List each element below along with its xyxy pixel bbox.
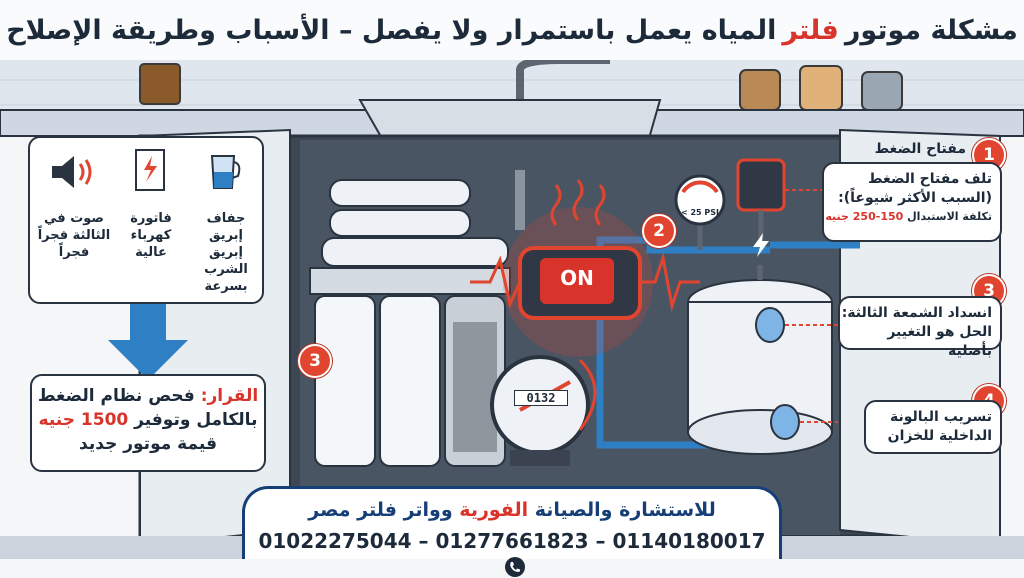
speaker-icon [52, 156, 92, 188]
decision-card: القرار: فحص نظام الضغط بالكامل وتوفير 15… [30, 374, 266, 472]
phone-numbers[interactable]: 01022275044 – 01277661823 – 01140180017 [245, 529, 779, 578]
lightning-icon [753, 233, 769, 257]
cause3-card: انسداد الشمعة الثالثة: الحل هو التغيير ب… [838, 296, 1002, 359]
cause4-card: تسريب البالونة الداخلية للخزان [864, 400, 1002, 454]
jug-icon [210, 155, 241, 189]
cause1-card: تلف مفتاح الضغط (السبب الأكثر شيوعاً): ت… [822, 162, 1002, 242]
decision-amount: 1500 جنيه [38, 410, 129, 430]
phone-list[interactable]: 01022275044 – 01277661823 – 01140180017 [258, 529, 766, 553]
title-part2: المياه يعمل باستمرار ولا يفصل – الأسباب … [6, 14, 777, 46]
cause1-cost-value: 150-250 جنيه [825, 210, 904, 223]
decision-text2: بالكامل وتوفير [134, 410, 258, 430]
page-title: مشكلة موتور فلتر المياه يعمل باستمرار ول… [0, 0, 1024, 60]
decision-text1: فحص نظام الضغط [37, 386, 195, 406]
motor-status: ON [560, 266, 594, 290]
decision-label: القرار: [200, 386, 259, 406]
cause4-line1: تسريب البالونة [890, 409, 992, 425]
cause3-line2: الحل هو التغيير بأصلية [887, 324, 992, 359]
footer-highlight: الفورية [459, 499, 529, 521]
title-highlight: فلتر [782, 14, 839, 46]
footer-text-1: للاستشارة والصيانة [534, 499, 716, 521]
decision-text3: قيمة موتور جديد [79, 434, 217, 454]
meter-reading: 0132 [514, 390, 568, 406]
cause1-cost-label: تكلفة الاستبدال [907, 210, 992, 223]
cause1-line2: (السبب الأكثر شيوعاً): [838, 190, 992, 206]
footer-text-2: وواتر فلتر مصر [308, 499, 453, 521]
cause4-line2: الداخلية للخزان [887, 428, 992, 444]
title-part1: مشكلة موتور [844, 14, 1018, 46]
badge-2: 2 [642, 214, 676, 248]
bill-icon [135, 149, 165, 191]
cause1-line1: تلف مفتاح الضغط [868, 171, 992, 187]
contact-footer: للاستشارة والصيانة الفورية وواتر فلتر مص… [242, 486, 782, 577]
gauge-label: < 25 PSI [680, 208, 719, 217]
badge-3-filter: 3 [298, 344, 332, 378]
cause1-header: مفتاح الضغط [874, 141, 966, 157]
cause3-line1: انسداد الشمعة الثالثة: [841, 305, 992, 321]
